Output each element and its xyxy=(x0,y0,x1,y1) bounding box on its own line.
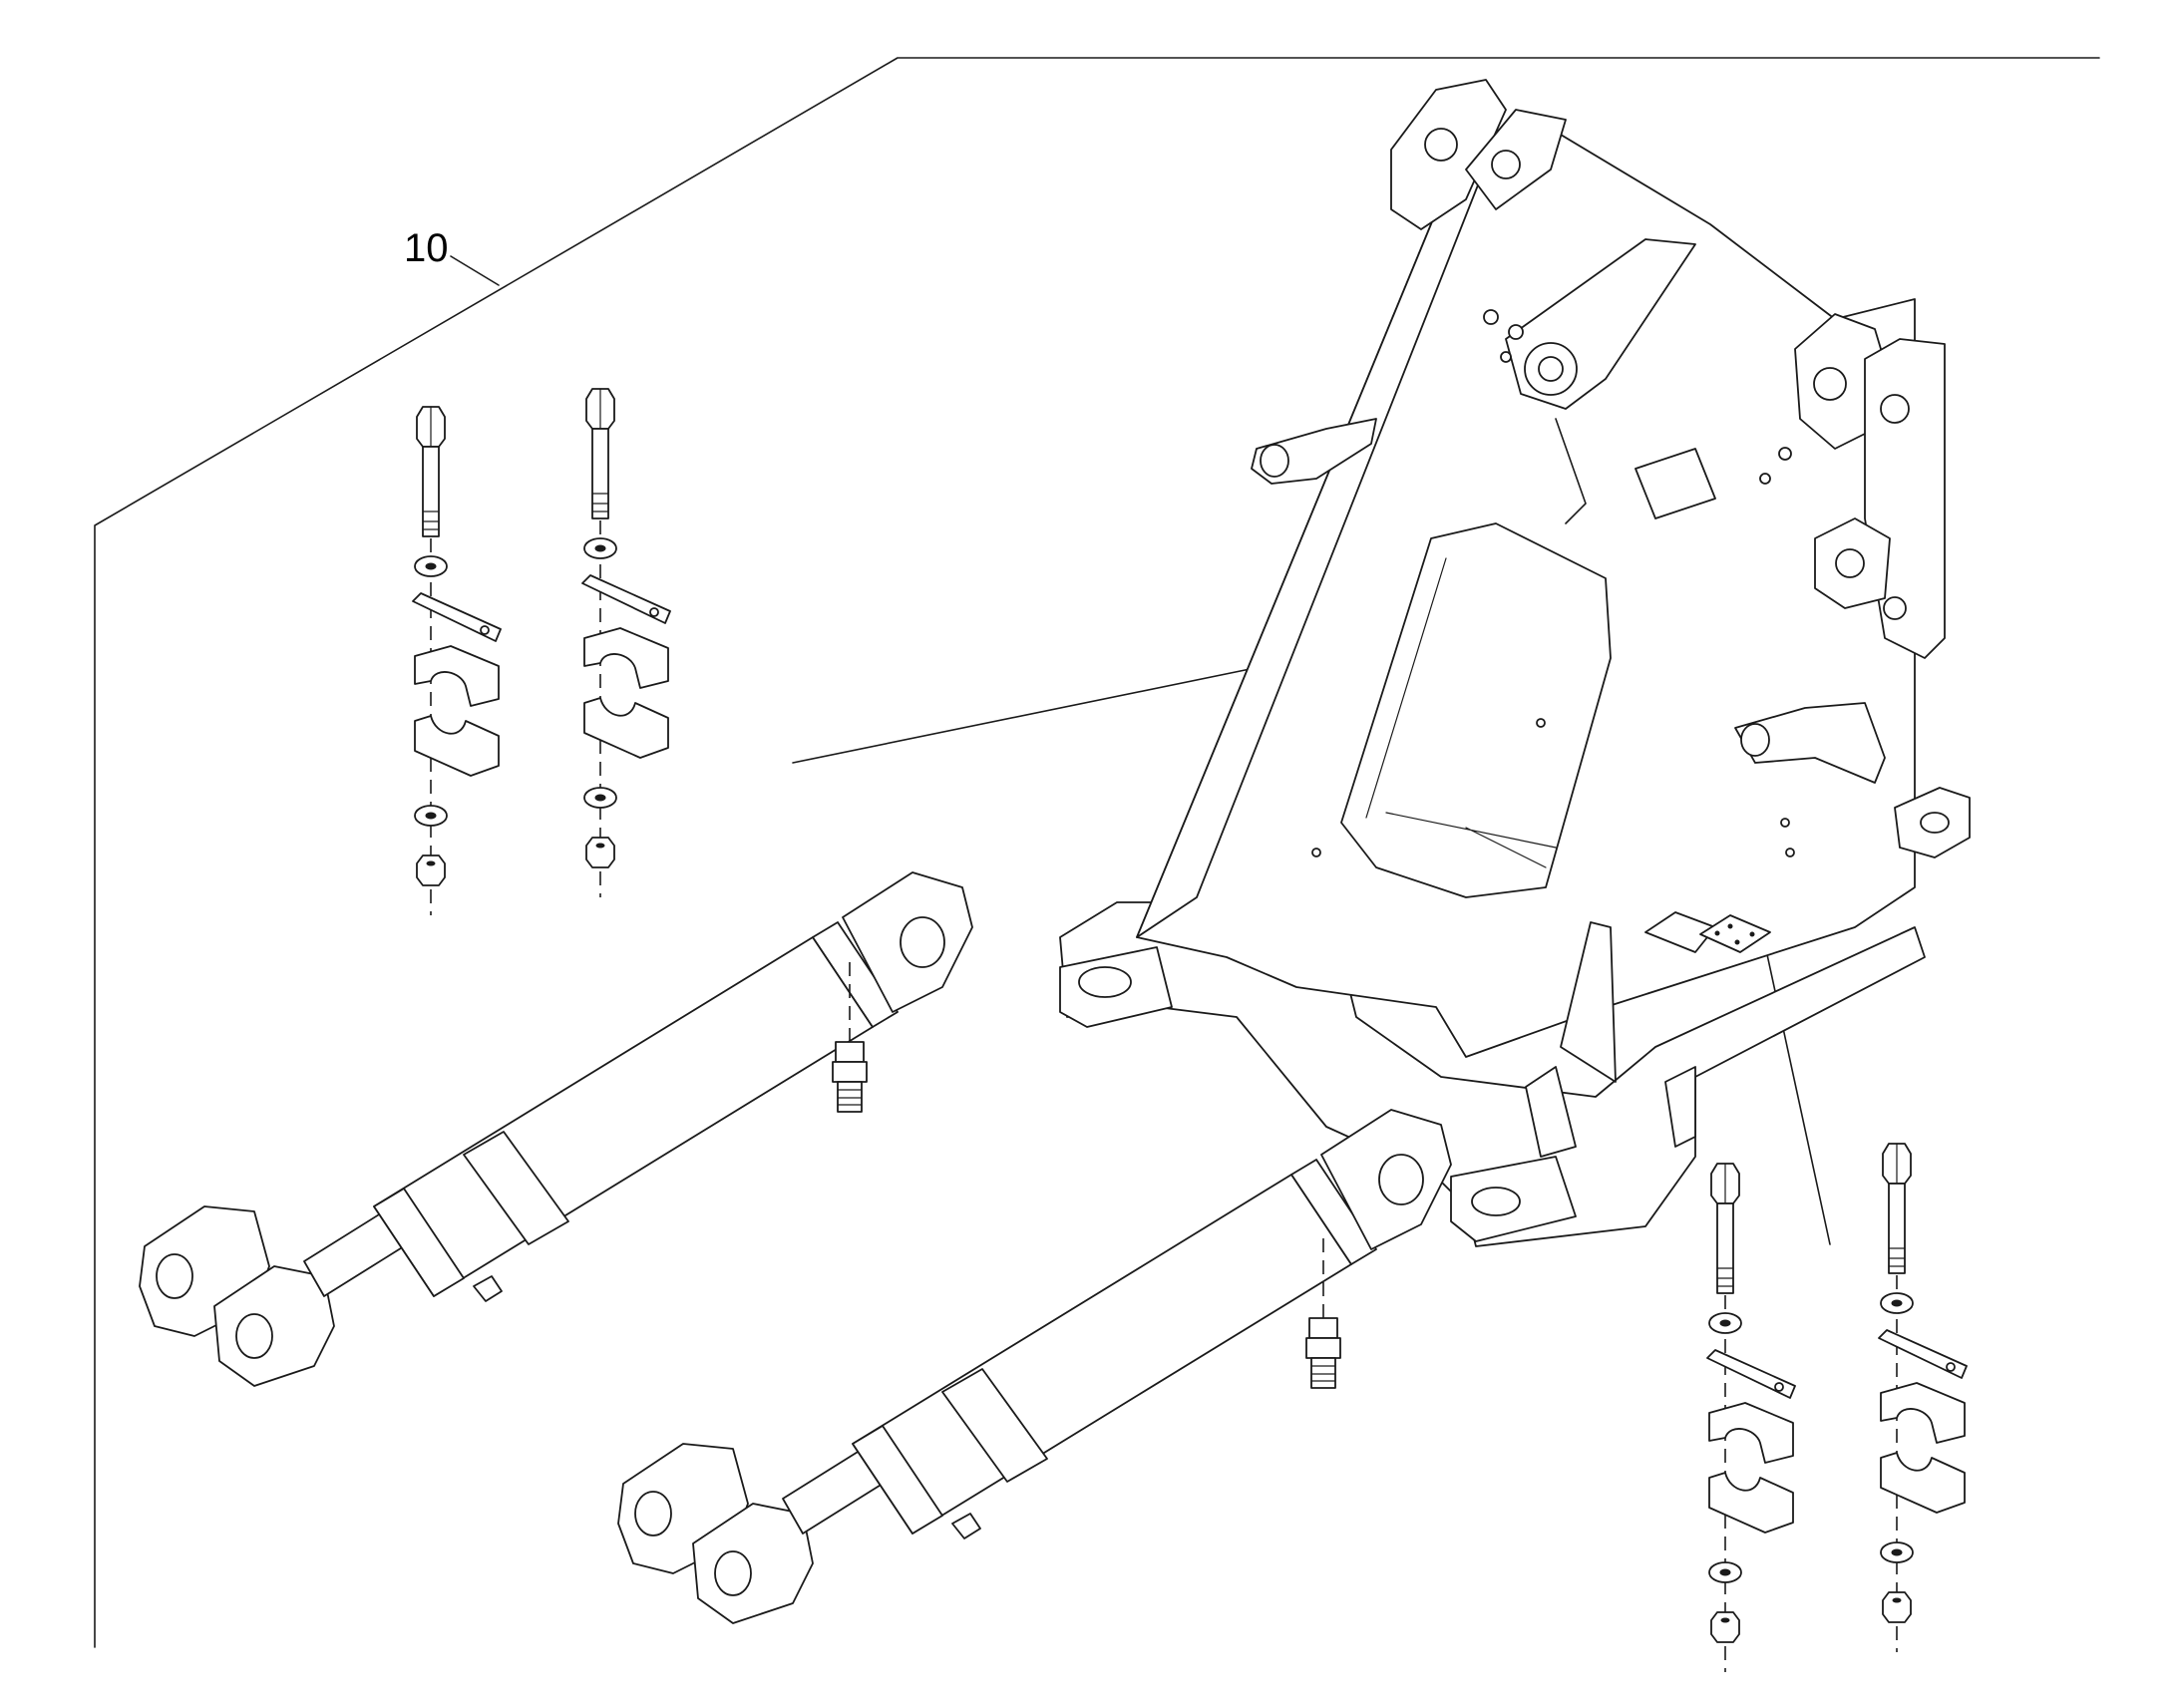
leader-line-frame xyxy=(792,665,1266,764)
callout-10: 10 xyxy=(404,226,500,286)
clamp-set-lower-right-1 xyxy=(1706,1163,1796,1673)
clamp-set-upper-left-2 xyxy=(581,388,671,898)
kit-boundary-line xyxy=(94,57,2100,1648)
hydraulic-cylinder-upper xyxy=(139,871,973,1387)
callout-10-label: 10 xyxy=(404,226,449,270)
callout-10-leader xyxy=(450,255,500,286)
loader-frame xyxy=(1059,79,1971,1247)
clamp-set-upper-left-1 xyxy=(412,406,502,916)
id-plate xyxy=(1699,914,1771,953)
clamp-set-lower-right-2 xyxy=(1878,1143,1968,1653)
